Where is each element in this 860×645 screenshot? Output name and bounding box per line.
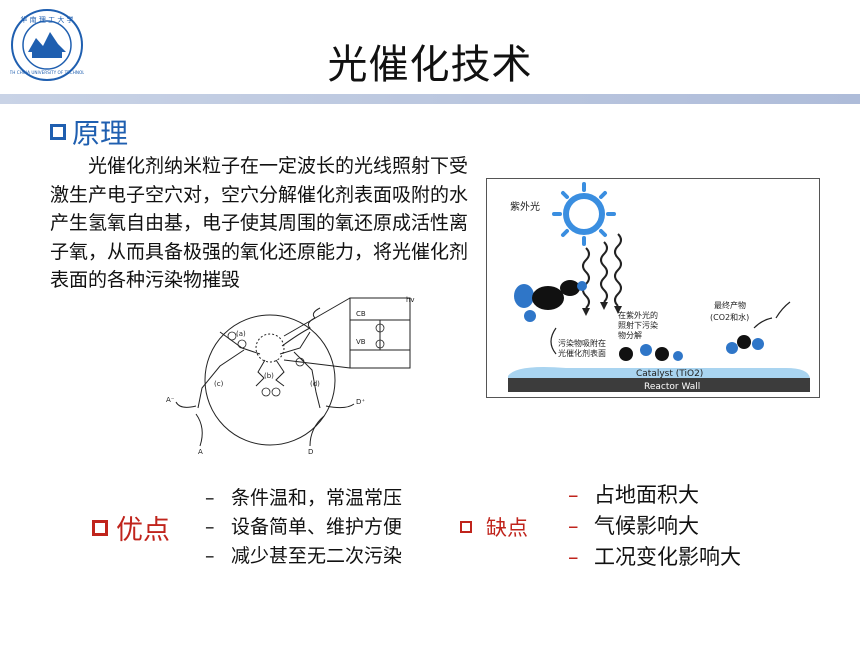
square-bullet-icon bbox=[50, 124, 66, 140]
label-c: (c) bbox=[214, 380, 224, 388]
list-item: –气候影响大 bbox=[568, 511, 741, 542]
svg-text:华 南 理 工 大 学: 华 南 理 工 大 学 bbox=[20, 15, 73, 24]
disadvantage-item: 占地面积大 bbox=[594, 483, 699, 507]
disadvantages-heading-label: 缺点 bbox=[486, 516, 528, 540]
advantage-item: 设备简单、维护方便 bbox=[231, 516, 403, 538]
principle-paragraph: 光催化剂纳米粒子在一定波长的光线照射下受激生产电子空穴对，空穴分解催化剂表面吸附… bbox=[50, 155, 469, 291]
sun-icon bbox=[552, 182, 616, 246]
hv-label: hv bbox=[406, 296, 415, 304]
list-item: –设备简单、维护方便 bbox=[205, 513, 402, 542]
principle-heading-label: 原理 bbox=[72, 117, 129, 150]
dash-bullet: – bbox=[568, 514, 579, 538]
pollutant-molecule bbox=[514, 280, 587, 322]
label-a: (a) bbox=[236, 330, 246, 338]
slide-title: 光催化技术 bbox=[327, 42, 533, 88]
disadvantage-item: 工况变化影响大 bbox=[594, 545, 741, 569]
dash-bullet: – bbox=[205, 516, 215, 538]
disadvantages-list: –占地面积大 –气候影响大 –工况变化影响大 bbox=[568, 480, 741, 573]
label-a-minus: A⁻ bbox=[166, 396, 175, 404]
dash-bullet: – bbox=[205, 545, 215, 567]
final-product-label: 最终产物(CO2和水) bbox=[710, 300, 749, 322]
advantage-item: 减少甚至无二次污染 bbox=[231, 545, 403, 567]
cb-label: CB bbox=[356, 310, 366, 318]
final-product-molecule bbox=[726, 335, 764, 354]
vb-label: VB bbox=[356, 338, 366, 346]
uv-label: 紫外光 bbox=[510, 200, 540, 213]
disadvantage-item: 气候影响大 bbox=[594, 514, 699, 538]
dash-bullet: – bbox=[568, 545, 579, 569]
title-divider-bar bbox=[0, 94, 860, 104]
square-bullet-icon bbox=[92, 519, 108, 536]
disadvantages-heading: 缺点 bbox=[460, 512, 528, 542]
reactor-wall bbox=[508, 378, 810, 392]
principle-heading: 原理 bbox=[50, 112, 128, 152]
list-item: –占地面积大 bbox=[568, 480, 741, 511]
advantages-heading-label: 优点 bbox=[116, 515, 170, 546]
reactor-wall-label: Reactor Wall bbox=[644, 382, 700, 392]
label-A: A bbox=[198, 448, 203, 456]
square-bullet-icon bbox=[460, 521, 472, 533]
dash-bullet: – bbox=[205, 487, 215, 509]
photocatalysis-process-figure: 紫外光 在紫外光的照射下污染物分解 最终产物(CO2和水) 污 bbox=[486, 178, 820, 398]
dash-bullet: – bbox=[568, 483, 579, 507]
university-seal-icon: 华 南 理 工 大 学 SOUTH CHINA UNIVERSITY OF TE… bbox=[10, 9, 84, 81]
label-b: (b) bbox=[264, 372, 274, 380]
advantages-heading: 优点 bbox=[92, 508, 170, 547]
list-item: –工况变化影响大 bbox=[568, 542, 741, 573]
adsorb-label: 污染物吸附在光催化剂表面 bbox=[558, 338, 606, 358]
label-d: (d) bbox=[310, 380, 320, 388]
decomposing-molecule bbox=[619, 344, 683, 361]
uv-ray-arrows bbox=[582, 233, 622, 309]
list-item: –条件温和，常温常压 bbox=[205, 484, 402, 513]
list-item: –减少甚至无二次污染 bbox=[205, 542, 402, 571]
label-D: D bbox=[308, 448, 313, 456]
decompose-label: 在紫外光的照射下污染物分解 bbox=[618, 310, 658, 340]
catalyst-label: Catalyst (TiO2) bbox=[636, 369, 703, 379]
advantages-list: –条件温和，常温常压 –设备简单、维护方便 –减少甚至无二次污染 bbox=[205, 484, 402, 571]
label-d-plus: D⁺ bbox=[356, 398, 365, 406]
svg-text:SOUTH CHINA UNIVERSITY OF TECH: SOUTH CHINA UNIVERSITY OF TECHNOLOGY bbox=[10, 70, 84, 75]
advantage-item: 条件温和，常温常压 bbox=[231, 487, 403, 509]
photocatalysis-mechanism-diagram: CB VB hv (a) (b) (c) (d) A⁻ D⁺ A D bbox=[166, 296, 415, 456]
